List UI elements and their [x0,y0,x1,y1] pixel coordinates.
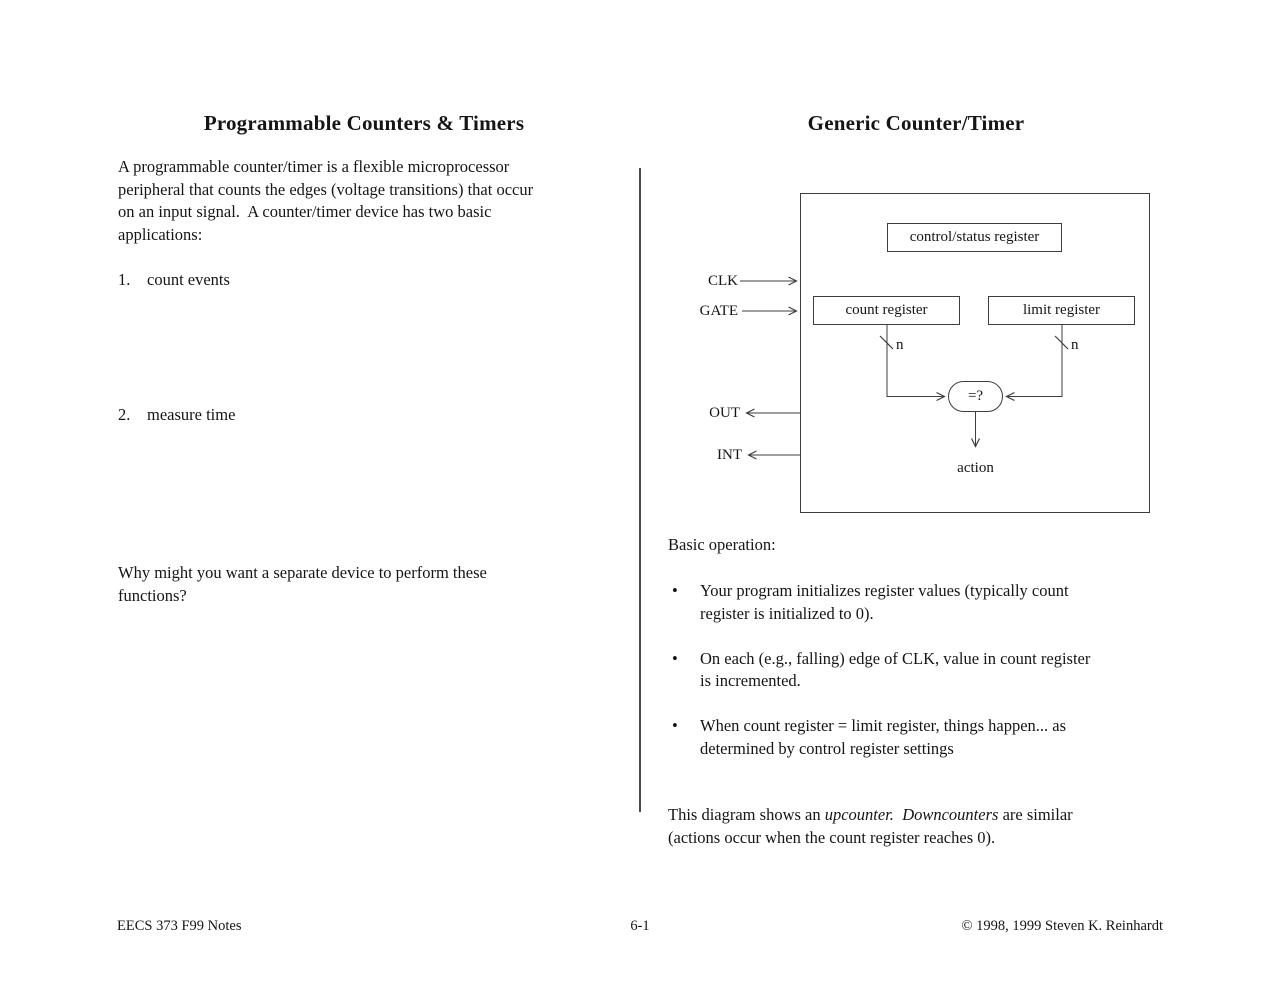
count-register-box: count register [813,296,960,325]
footer-course-label: EECS 373 F99 Notes [117,918,242,934]
bullet-text: On each (e.g., falling) edge of CLK, val… [700,648,1091,691]
comparator-node: =? [948,381,1003,412]
intro-paragraph: A programmable counter/timer is a flexib… [118,157,534,244]
control-status-register-box: control/status register [887,223,1062,252]
bullet-icon: • [672,716,678,735]
counter-timer-diagram: control/status register count register l… [690,175,1160,520]
bullet-icon: • [672,581,678,600]
gate-label: GATE [699,303,738,319]
bullet-text: When count register = limit register, th… [700,716,1067,758]
basic-operation-list: • Your program initializes register value… [668,580,1165,760]
numbered-item-count-events: 1. count events [118,269,618,292]
limit-register-box: limit register [988,296,1135,325]
column-divider [639,168,641,812]
footer-page-number: 6-1 [630,918,650,934]
item-text: count events [147,270,230,289]
chip-boundary-box [800,193,1150,513]
question-paragraph: Why might you want a separate device to … [118,563,487,605]
bus-width-label-left: n [896,337,904,353]
right-column-title: Generic Counter/Timer [807,111,1025,135]
bullet-text: Your program initializes register values… [700,581,1069,623]
bullet-item: • When count register = limit register, t… [668,715,1165,760]
bus-width-label-right: n [1071,337,1079,353]
footer-copyright: © 1998, 1999 Steven K. Reinhardt [961,918,1163,934]
downcounters-italic: Downcounters [902,805,999,824]
bullet-icon: • [672,648,678,668]
bullet-item: • On each (e.g., falling) edge of CLK, va… [668,648,1165,693]
left-column-title: Programmable Counters & Timers [203,111,525,135]
closing-text [894,805,902,824]
out-label: OUT [709,405,740,421]
closing-text: are similar (actions occur when the coun… [668,805,1073,847]
bullet-item: • Your program initializes register value… [668,580,1165,625]
clk-label: CLK [708,273,738,289]
action-label: action [957,460,994,476]
numbered-item-measure-time: 2. measure time [118,404,618,427]
item-number: 2. [118,405,131,424]
closing-text: This diagram shows an [668,805,825,824]
int-label: INT [717,447,742,463]
upcounter-italic: upcounter. [824,805,894,824]
item-number: 1. [118,270,131,289]
basic-operation-heading: Basic operation: [668,535,776,554]
closing-paragraph: This diagram shows an upcounter. Downcou… [668,804,1173,849]
item-text: measure time [147,405,236,424]
